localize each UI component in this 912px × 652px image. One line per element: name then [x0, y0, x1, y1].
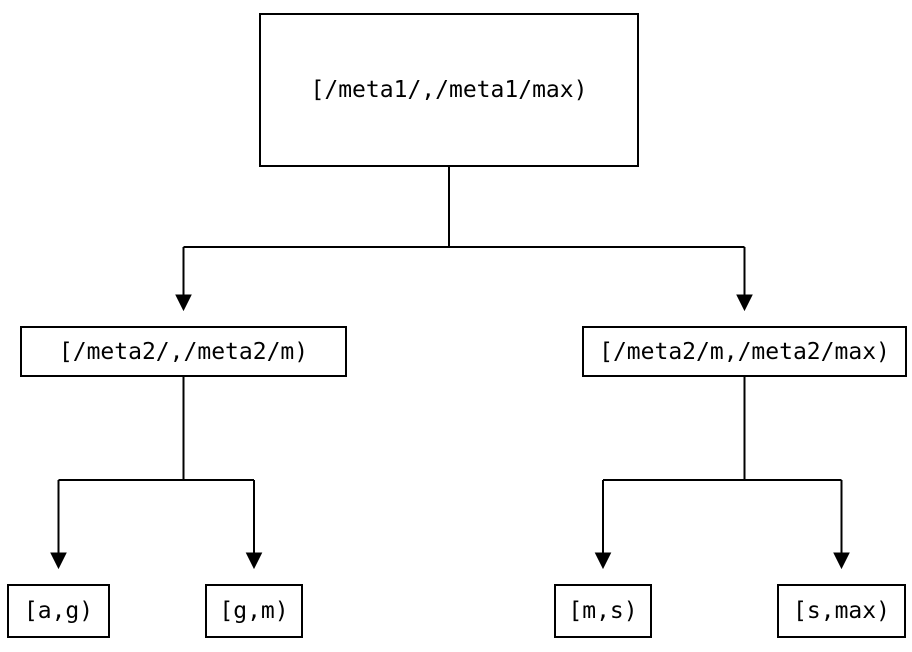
node-leaf-ag: [a,g): [7, 584, 110, 638]
node-leaf-ms-label: [m,s): [568, 598, 638, 624]
node-leaf-ms: [m,s): [554, 584, 652, 638]
node-mid-right-label: [/meta2/m,/meta2/max): [599, 338, 890, 365]
node-root: [/meta1/,/meta1/max): [259, 13, 639, 167]
arrowhead-leaf-ag-icon: [50, 552, 67, 570]
arrowhead-mid-left-icon: [175, 294, 192, 312]
node-mid-right: [/meta2/m,/meta2/max): [582, 326, 907, 377]
node-mid-left-label: [/meta2/,/meta2/m): [58, 338, 309, 365]
node-leaf-gm: [g,m): [205, 584, 303, 638]
node-leaf-ag-label: [a,g): [23, 598, 94, 624]
node-leaf-smax: [s,max): [777, 584, 906, 638]
node-leaf-gm-label: [g,m): [219, 598, 289, 624]
node-root-label: [/meta1/,/meta1/max): [310, 77, 588, 103]
node-leaf-smax-label: [s,max): [793, 598, 890, 624]
arrowhead-leaf-ms-icon: [594, 552, 612, 570]
arrowhead-mid-right-icon: [736, 294, 753, 312]
arrowhead-leaf-smax-icon: [833, 552, 850, 570]
arrowhead-leaf-gm-icon: [245, 552, 263, 570]
node-mid-left: [/meta2/,/meta2/m): [20, 326, 347, 377]
